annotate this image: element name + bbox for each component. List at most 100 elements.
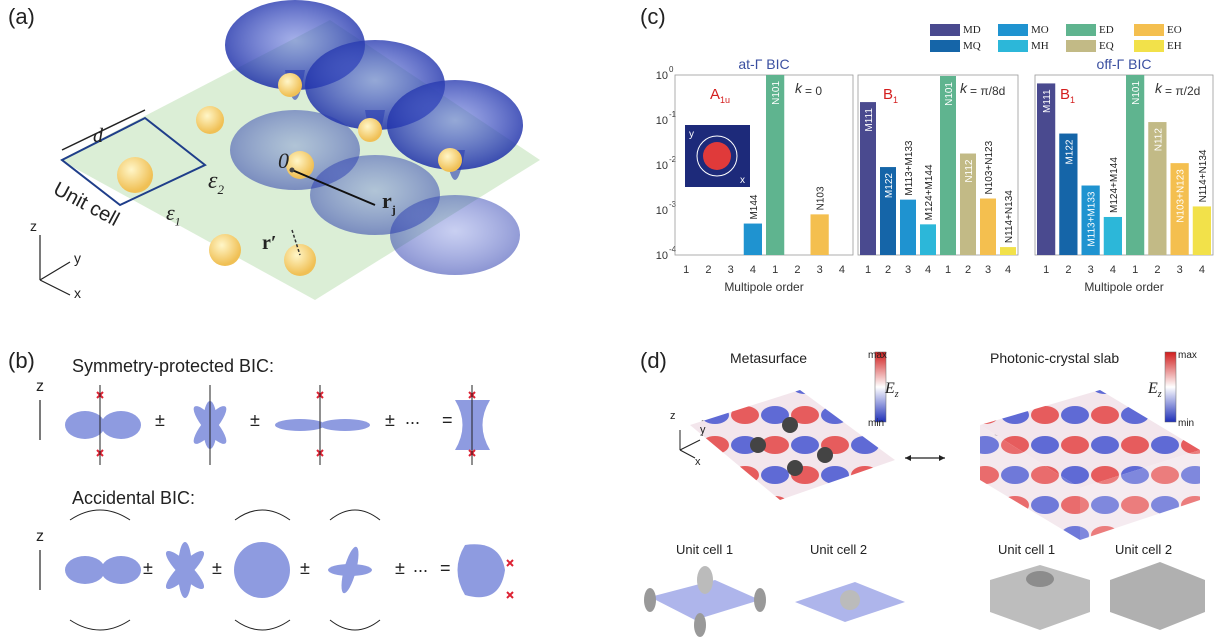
symmetry-sub: 1 [1070,95,1075,105]
cbar-min-2: min [1178,418,1195,429]
bar-label: M124+M144 [1109,157,1120,213]
legend-swatch [1134,40,1164,52]
legend-label: ED [1099,24,1114,36]
bar-label: M122 [884,173,895,198]
bar [1126,75,1145,255]
y-tick-label: 10 [656,160,668,172]
bar [810,214,829,255]
pm-op: ± [143,558,153,578]
axis-z-label: z [30,218,37,234]
chart-title: at-Γ BIC [738,56,789,72]
x-tick-label: 4 [1110,264,1116,276]
legend-item: EQ [1066,40,1114,52]
x-tick-label: 4 [1199,264,1205,276]
x-tick-label: 4 [925,264,931,276]
bar [960,153,976,255]
cbar-min-1: min [868,418,885,429]
bar [860,102,876,255]
pcs-title: Photonic-crystal slab [990,350,1120,366]
eq-op: = [440,558,451,578]
panel-b-multipoles [39,385,514,631]
pm-op: ± [212,558,222,578]
x-tick-label: 1 [945,264,951,276]
symmetry-label: B [883,86,893,103]
bar-label: M122 [1064,139,1075,164]
bar-label: N114+N134 [1198,149,1209,202]
bar [1192,206,1211,255]
panel-a-label: (a) [8,4,35,29]
legend-item: MH [998,40,1049,52]
x-tick-label: 3 [1177,264,1183,276]
y-tick-label: 10 [656,70,668,82]
panel-d-fields [644,351,1205,637]
legend-item: MO [998,24,1049,36]
bar-label: N101 [1131,81,1142,105]
x-tick-label: 1 [1132,264,1138,276]
b-z-label-1: z [36,378,44,395]
cbar-max-1: max [868,350,887,361]
bar-label: M124+M144 [924,164,935,220]
legend-item: ED [1066,24,1114,36]
bar-label: M111 [864,108,875,132]
legend-label: EQ [1099,40,1114,52]
legend-item: MQ [930,40,981,52]
x-tick-label: 4 [1005,264,1011,276]
legend-label: MD [963,24,981,36]
chart-legend: MD MO ED EO MQ MH EQ EH [930,24,1210,56]
x-tick-label: 2 [794,264,800,276]
legend-swatch [1066,40,1096,52]
unit-cell-label-2: Unit cell 2 [810,542,868,557]
symmetry-sub: 1u [720,95,730,105]
x-tick-label: 4 [750,264,756,276]
unit-cell-label-1: Unit cell 1 [676,542,734,557]
rj-label: rj [382,188,396,217]
legend-item: MD [930,24,981,36]
panel-d-label: (d) [640,348,667,373]
kx-value: = π/8d [970,84,1005,98]
b-z-label-2: z [36,528,44,545]
bar [1103,216,1122,255]
axis-x-label: x [74,285,81,301]
x-tick-label: 3 [817,264,823,276]
bar-label: N103 [816,186,827,210]
bar-label: M144 [749,194,760,219]
y-tick-exponent: -4 [669,245,677,254]
x-tick-label: 1 [1043,264,1049,276]
bar-label: N112 [964,159,975,183]
pm-op: ± [300,558,310,578]
d-axis-x: x [695,456,701,468]
x-axis-label: Multipole order [724,280,803,294]
legend-swatch [930,24,960,36]
metasurface-plate [690,390,895,500]
bar [766,75,785,255]
bar [1000,247,1016,255]
bar-label: M113+M133 [1087,191,1098,247]
legend-item: EH [1134,40,1182,52]
x-tick-label: 1 [772,264,778,276]
chart-frame [857,74,1019,256]
bar [980,198,996,255]
y-tick-exponent: -3 [669,200,677,209]
x-axis-label: Multipole order [1084,280,1163,294]
rprime-label: r′ [262,232,277,254]
sym-bic-title: Symmetry-protected BIC: [72,356,275,376]
x-tick-label: 3 [905,264,911,276]
bar-label: N101 [771,81,782,105]
bar [1059,133,1078,255]
bar [920,224,936,255]
ellipsis-op: ... [405,408,421,428]
unit-cell-label-4: Unit cell 2 [1115,542,1173,557]
y-tick-exponent: -2 [669,155,677,164]
x-tick-label: 1 [683,264,689,276]
bar-label: N103+N123 [984,140,995,194]
radiation-blob [387,80,523,170]
panel-b-label: (b) [8,348,35,373]
bar [1170,163,1189,255]
bar [900,199,916,255]
legend-label: EO [1167,24,1182,36]
x-tick-label: 2 [965,264,971,276]
bar-label: M113+M133 [904,140,915,196]
kx-label: k [795,80,803,96]
y-tick-exponent: -1 [669,110,677,119]
